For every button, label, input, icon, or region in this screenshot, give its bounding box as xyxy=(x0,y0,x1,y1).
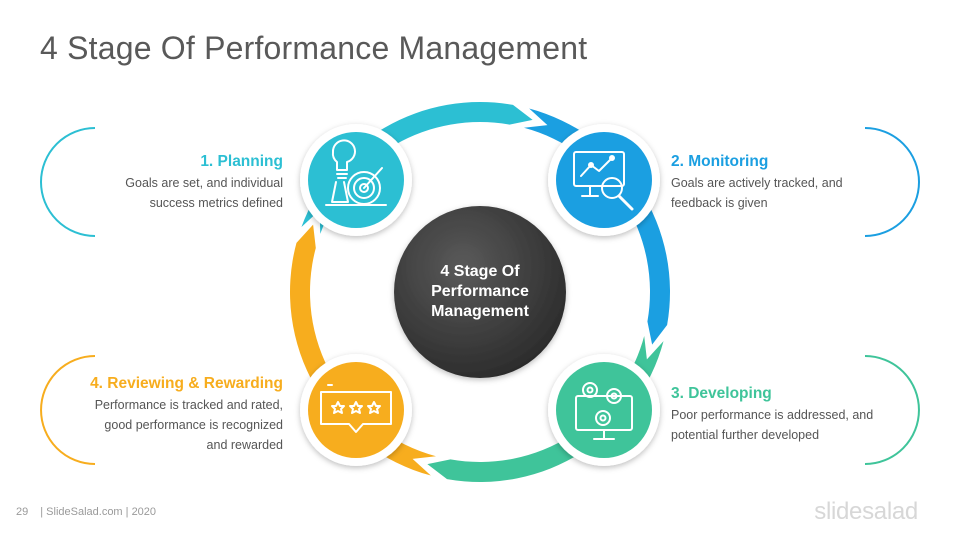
stage-3-text: 3. Developing Poor performance is addres… xyxy=(671,385,931,445)
stage-4-description: Performance is tracked and rated, good p… xyxy=(23,395,283,455)
stage-4-desc-line-2: good performance is recognized xyxy=(104,418,283,432)
bracket-left-top xyxy=(40,127,96,237)
stage-4-desc-line-3: and rewarded xyxy=(206,438,283,452)
stage-3-title: 3. Developing xyxy=(671,385,772,402)
slide-title: 4 Stage Of Performance Management xyxy=(40,30,588,66)
stage-2-title: 2. Monitoring xyxy=(671,153,769,170)
stage-3-desc-line-1: Poor performance is addressed, and xyxy=(671,408,874,422)
stage-1-text: 1. Planning Goals are set, and individua… xyxy=(23,153,283,213)
stage-4-text: 4. Reviewing & Rewarding Performance is … xyxy=(23,375,283,455)
stage-1-description: Goals are set, and individual success me… xyxy=(23,173,283,213)
rating-stars-icon xyxy=(320,384,392,433)
stage-1-title: 1. Planning xyxy=(200,153,283,170)
stage-2-text: 2. Monitoring Goals are actively tracked… xyxy=(671,153,931,213)
stage-3-desc-line-2: potential further developed xyxy=(671,428,820,442)
brand-logo: slidesalad xyxy=(814,498,918,525)
footer-text: | SlideSalad.com | 2020 xyxy=(40,506,157,518)
stage-1-circle xyxy=(300,124,412,236)
center-line-1: 4 Stage Of xyxy=(440,263,520,280)
center-label: 4 Stage Of Performance Management xyxy=(400,262,560,322)
bracket-right-bottom xyxy=(864,355,920,465)
footer: 29 | SlideSalad.com | 2020 xyxy=(16,506,156,518)
monitor-magnifier-icon xyxy=(573,151,634,211)
stage-2-description: Goals are actively tracked, and feedback… xyxy=(671,173,931,213)
stage-2-circle xyxy=(548,124,660,236)
stage-3-circle xyxy=(548,354,660,466)
stage-2-desc-line-2: feedback is given xyxy=(671,196,768,210)
stage-1-desc-line-2: success metrics defined xyxy=(149,196,283,210)
lightbulb-target-icon xyxy=(325,139,387,206)
bracket-left-bottom xyxy=(40,355,96,465)
center-line-3: Management xyxy=(431,303,529,320)
monitor-gears-icon xyxy=(575,382,633,440)
stage-3-description: Poor performance is addressed, and poten… xyxy=(671,405,931,445)
stage-2-desc-line-1: Goals are actively tracked, and xyxy=(671,176,843,190)
stage-4-title: 4. Reviewing & Rewarding xyxy=(90,375,283,392)
stage-1-desc-line-1: Goals are set, and individual xyxy=(125,176,283,190)
center-line-2: Performance xyxy=(431,283,529,300)
bracket-right-top xyxy=(864,127,920,237)
center-circle xyxy=(394,206,566,378)
page-number: 29 xyxy=(16,506,29,518)
stage-4-desc-line-1: Performance is tracked and rated, xyxy=(94,398,283,412)
